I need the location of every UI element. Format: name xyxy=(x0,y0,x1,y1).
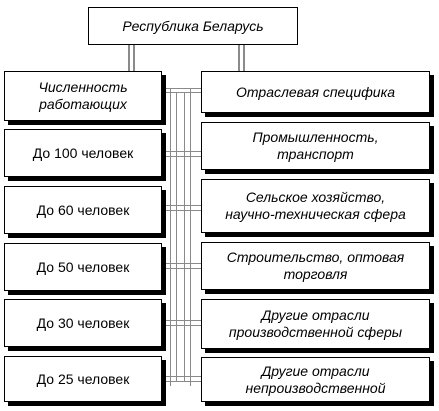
connector-title-left xyxy=(133,45,135,72)
connector-row-1 xyxy=(166,156,201,157)
connector-vertical-trunk xyxy=(184,92,185,382)
connector-vertical-trunk xyxy=(170,88,171,386)
connector-row-2 xyxy=(166,205,201,206)
right-header-text: Отраслевая специфика xyxy=(236,83,395,100)
left-item-text: До 60 человек xyxy=(36,201,130,218)
right-item-text: Строительство, оптовая торговля xyxy=(226,249,405,282)
title-box: Республика Беларусь xyxy=(88,7,298,45)
connector-row-3 xyxy=(166,268,201,269)
right-item-text: Сельское хозяйство, научно-техническая с… xyxy=(225,189,406,222)
connector-row-2 xyxy=(166,210,201,211)
connector-row-1 xyxy=(166,151,201,152)
connector-vertical-trunk xyxy=(190,88,191,386)
connector-row-5 xyxy=(166,376,201,377)
title-text: Республика Беларусь xyxy=(122,17,264,34)
right-item-box: Сельское хозяйство, научно-техническая с… xyxy=(201,179,430,233)
connector-row-3 xyxy=(166,263,201,264)
connector-title-right xyxy=(238,45,240,72)
right-item-box: Другие отрасли производственной сферы xyxy=(201,299,430,349)
right-header-box: Отраслевая специфика xyxy=(201,71,430,113)
left-header-text: Численность работающих xyxy=(38,79,128,112)
connector-row-5 xyxy=(166,381,201,382)
right-item-text: Другие отрасли непроизводственной xyxy=(245,362,386,396)
right-item-box: Промышленность, транспорт xyxy=(201,122,430,170)
connector-title-left xyxy=(128,45,130,72)
right-item-box: Другие отрасли непроизводственной xyxy=(201,357,430,402)
connector-vertical-trunk xyxy=(176,92,177,382)
connector-title-right xyxy=(243,45,245,72)
left-item-text: До 30 человек xyxy=(36,314,130,331)
left-header-box: Численность работающих xyxy=(4,71,162,121)
right-item-box: Строительство, оптовая торговля xyxy=(201,242,430,290)
connector-row-header xyxy=(166,88,201,89)
left-item-text: До 50 человек xyxy=(36,258,130,275)
left-item-text: До 25 человек xyxy=(36,370,130,387)
left-item-box: До 60 человек xyxy=(4,186,162,234)
connector-row-4 xyxy=(166,325,201,326)
left-item-box: До 100 человек xyxy=(4,129,162,177)
right-item-text: Промышленность, транспорт xyxy=(252,129,379,162)
left-item-box: До 50 человек xyxy=(4,243,162,291)
connector-row-header xyxy=(166,92,201,93)
left-item-box: До 30 человек xyxy=(4,299,162,347)
left-item-text: До 100 человек xyxy=(32,144,134,161)
left-item-box: До 25 человек xyxy=(4,356,162,402)
right-item-text: Другие отрасли производственной сферы xyxy=(228,307,403,340)
connector-row-4 xyxy=(166,320,201,321)
